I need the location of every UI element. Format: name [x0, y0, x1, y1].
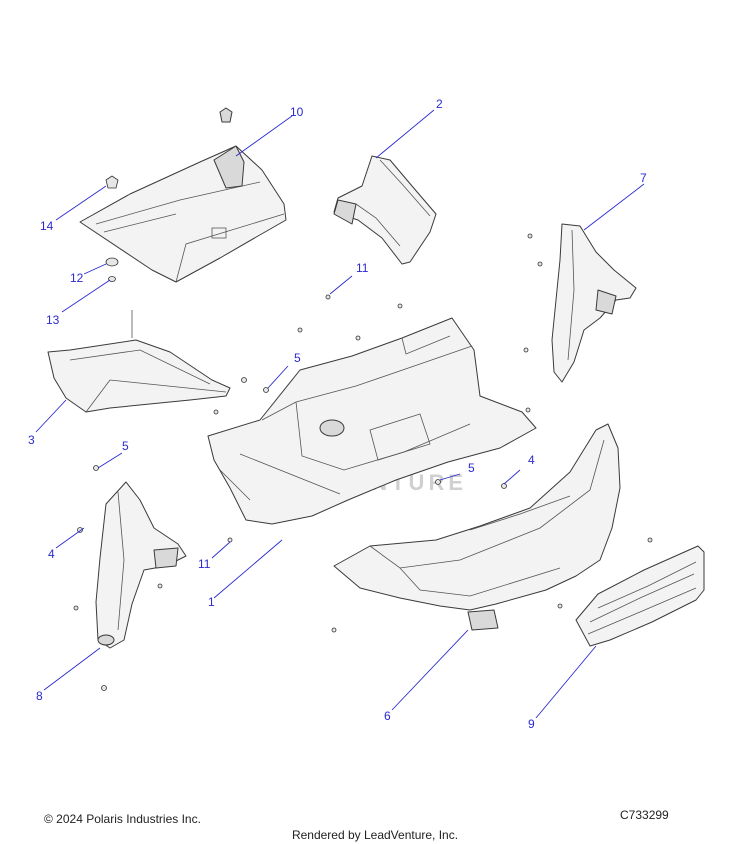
- callout-5b: 5: [468, 461, 475, 475]
- upper-cover-part[interactable]: [333, 155, 437, 265]
- main-tub-part[interactable]: [207, 317, 537, 525]
- rendered-by-text: Rendered by LeadVenture, Inc.: [291, 828, 459, 842]
- callout-11b: 11: [198, 557, 211, 571]
- fastener-12[interactable]: [105, 257, 119, 267]
- right-side-panel-part[interactable]: [551, 223, 637, 383]
- left-lower-fender-part[interactable]: [95, 481, 187, 649]
- grille-part[interactable]: [575, 545, 705, 647]
- hood-part[interactable]: [79, 107, 287, 283]
- callout-14: 14: [40, 219, 54, 233]
- callout-1: 1: [208, 595, 215, 609]
- callout-2: 2: [436, 97, 443, 111]
- callout-10: 10: [290, 105, 304, 119]
- callout-12: 12: [70, 271, 84, 285]
- front-bumper-part[interactable]: [333, 423, 621, 631]
- callout-7: 7: [640, 171, 647, 185]
- callout-6: 6: [384, 709, 391, 723]
- copyright-text: © 2024 Polaris Industries Inc.: [44, 812, 201, 826]
- callout-8: 8: [36, 689, 43, 703]
- fastener-14[interactable]: [105, 175, 119, 189]
- callout-5a: 5: [294, 351, 301, 365]
- leader-lines: [35, 109, 645, 719]
- callout-11a: 11: [356, 261, 369, 275]
- callout-13: 13: [46, 313, 60, 327]
- fastener-group: [73, 233, 653, 691]
- callout-3: 3: [28, 433, 35, 447]
- callout-4a: 4: [48, 547, 55, 561]
- callout-4b: 4: [528, 453, 535, 467]
- callout-5c: 5: [122, 439, 129, 453]
- diagram-id: C733299: [620, 808, 669, 822]
- callout-9: 9: [528, 717, 535, 731]
- left-upper-panel-part[interactable]: [47, 310, 231, 413]
- fastener-13[interactable]: [108, 276, 116, 282]
- callout-labels: 1 2 3 4 4 5 5 5 6 7 8 9 10 11 11 12 13 1…: [28, 97, 647, 731]
